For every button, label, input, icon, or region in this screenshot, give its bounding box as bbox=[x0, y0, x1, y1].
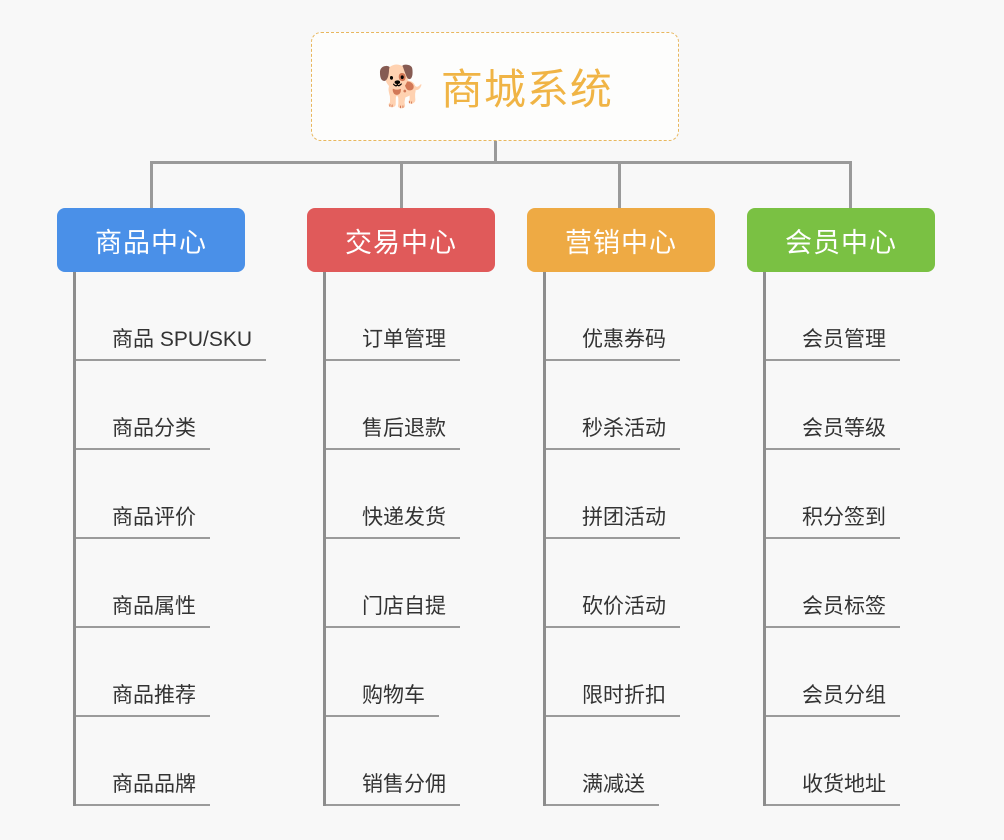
leaf-item[interactable]: 优惠券码 bbox=[546, 272, 715, 361]
leaf-underline: 优惠券码 bbox=[546, 326, 680, 361]
leaf-item-label: 商品品牌 bbox=[112, 773, 196, 796]
connector-drop-2 bbox=[400, 161, 403, 209]
root-node[interactable]: 🐕 商城系统 bbox=[311, 32, 679, 141]
category-header-4[interactable]: 会员中心 bbox=[747, 208, 935, 272]
leaf-item[interactable]: 收货地址 bbox=[766, 717, 935, 806]
leaf-item[interactable]: 订单管理 bbox=[326, 272, 495, 361]
leaf-item-label: 限时折扣 bbox=[582, 684, 666, 707]
leaf-item-label: 商品推荐 bbox=[112, 684, 196, 707]
leaf-underline: 商品 SPU/SKU bbox=[76, 326, 267, 361]
branch-column-4: 会员中心会员管理会员等级积分签到会员标签会员分组收货地址 bbox=[747, 208, 935, 806]
branch-trunk-1: 商品 SPU/SKU 商品分类商品评价商品属性商品推荐商品品牌 bbox=[73, 272, 267, 806]
leaf-item-label: 销售分佣 bbox=[362, 773, 446, 796]
leaf-item[interactable]: 销售分佣 bbox=[326, 717, 495, 806]
branch-trunk-4: 会员管理会员等级积分签到会员标签会员分组收货地址 bbox=[763, 272, 935, 806]
leaf-underline: 快递发货 bbox=[326, 504, 460, 539]
category-header-1[interactable]: 商品中心 bbox=[57, 208, 245, 272]
leaf-underline: 订单管理 bbox=[326, 326, 460, 361]
leaf-underline: 商品评价 bbox=[76, 504, 210, 539]
leaf-underline: 会员等级 bbox=[766, 415, 900, 450]
leaf-item-label: 门店自提 bbox=[362, 595, 446, 618]
category-header-3[interactable]: 营销中心 bbox=[527, 208, 715, 272]
leaf-item[interactable]: 购物车 bbox=[326, 628, 495, 717]
leaf-item[interactable]: 满减送 bbox=[546, 717, 715, 806]
leaf-item[interactable]: 限时折扣 bbox=[546, 628, 715, 717]
leaf-item-label: 商品属性 bbox=[112, 595, 196, 618]
leaf-item-label: 优惠券码 bbox=[582, 328, 666, 351]
leaf-item[interactable]: 会员分组 bbox=[766, 628, 935, 717]
leaf-item[interactable]: 快递发货 bbox=[326, 450, 495, 539]
leaf-item[interactable]: 会员等级 bbox=[766, 361, 935, 450]
leaf-underline: 销售分佣 bbox=[326, 771, 460, 806]
leaf-item[interactable]: 秒杀活动 bbox=[546, 361, 715, 450]
leaf-item[interactable]: 商品推荐 bbox=[76, 628, 245, 717]
leaf-underline: 会员分组 bbox=[766, 682, 900, 717]
leaf-item[interactable]: 商品分类 bbox=[76, 361, 245, 450]
leaf-item-label: 会员分组 bbox=[802, 684, 886, 707]
leaf-underline: 收货地址 bbox=[766, 771, 900, 806]
leaf-item-label: 商品评价 bbox=[112, 506, 196, 529]
leaf-underline: 拼团活动 bbox=[546, 504, 680, 539]
connector-horizontal-bar bbox=[150, 161, 852, 164]
leaf-underline: 商品推荐 bbox=[76, 682, 210, 717]
leaf-item[interactable]: 门店自提 bbox=[326, 539, 495, 628]
leaf-underline: 会员管理 bbox=[766, 326, 900, 361]
connector-root-stem bbox=[494, 141, 497, 163]
leaf-item-label: 快递发货 bbox=[362, 506, 446, 529]
leaf-item-label: 秒杀活动 bbox=[582, 417, 666, 440]
leaf-underline: 积分签到 bbox=[766, 504, 900, 539]
leaf-item[interactable]: 售后退款 bbox=[326, 361, 495, 450]
branch-column-1: 商品中心商品 SPU/SKU 商品分类商品评价商品属性商品推荐商品品牌 bbox=[57, 208, 267, 806]
root-title: 商城系统 bbox=[440, 66, 613, 113]
branch-trunk-3: 优惠券码秒杀活动拼团活动砍价活动限时折扣满减送 bbox=[543, 272, 715, 806]
leaf-item-label: 满减送 bbox=[582, 773, 645, 796]
leaf-item[interactable]: 会员标签 bbox=[766, 539, 935, 628]
leaf-underline: 购物车 bbox=[326, 682, 439, 717]
connector-drop-3 bbox=[618, 161, 621, 209]
branch-column-3: 营销中心优惠券码秒杀活动拼团活动砍价活动限时折扣满减送 bbox=[527, 208, 715, 806]
category-header-2[interactable]: 交易中心 bbox=[307, 208, 495, 272]
dog-face-icon: 🐕 bbox=[377, 64, 427, 109]
branch-column-2: 交易中心订单管理售后退款快递发货门店自提购物车销售分佣 bbox=[307, 208, 495, 806]
leaf-underline: 会员标签 bbox=[766, 593, 900, 628]
leaf-item-label: 售后退款 bbox=[362, 417, 446, 440]
leaf-underline: 满减送 bbox=[546, 771, 659, 806]
leaf-item[interactable]: 商品品牌 bbox=[76, 717, 245, 806]
leaf-underline: 门店自提 bbox=[326, 593, 460, 628]
leaf-item-label: 订单管理 bbox=[362, 328, 446, 351]
leaf-underline: 商品分类 bbox=[76, 415, 210, 450]
leaf-item-label: 商品 SPU/SKU bbox=[112, 328, 253, 351]
leaf-item[interactable]: 砍价活动 bbox=[546, 539, 715, 628]
connector-drop-4 bbox=[849, 161, 852, 209]
leaf-item-label: 会员等级 bbox=[802, 417, 886, 440]
connector-drop-1 bbox=[150, 161, 153, 209]
leaf-underline: 商品属性 bbox=[76, 593, 210, 628]
leaf-underline: 秒杀活动 bbox=[546, 415, 680, 450]
leaf-item[interactable]: 商品属性 bbox=[76, 539, 245, 628]
leaf-item-label: 购物车 bbox=[362, 684, 425, 707]
leaf-underline: 售后退款 bbox=[326, 415, 460, 450]
leaf-item[interactable]: 会员管理 bbox=[766, 272, 935, 361]
leaf-item[interactable]: 拼团活动 bbox=[546, 450, 715, 539]
leaf-item-label: 会员管理 bbox=[802, 328, 886, 351]
leaf-item-label: 商品分类 bbox=[112, 417, 196, 440]
leaf-item[interactable]: 商品评价 bbox=[76, 450, 245, 539]
leaf-underline: 商品品牌 bbox=[76, 771, 210, 806]
leaf-item-label: 积分签到 bbox=[802, 506, 886, 529]
leaf-item-label: 会员标签 bbox=[802, 595, 886, 618]
branch-trunk-2: 订单管理售后退款快递发货门店自提购物车销售分佣 bbox=[323, 272, 495, 806]
leaf-item-label: 拼团活动 bbox=[582, 506, 666, 529]
leaf-item-label: 砍价活动 bbox=[582, 595, 666, 618]
leaf-item-label: 收货地址 bbox=[802, 773, 886, 796]
leaf-underline: 砍价活动 bbox=[546, 593, 680, 628]
leaf-item[interactable]: 商品 SPU/SKU bbox=[76, 272, 267, 361]
leaf-underline: 限时折扣 bbox=[546, 682, 680, 717]
leaf-item[interactable]: 积分签到 bbox=[766, 450, 935, 539]
